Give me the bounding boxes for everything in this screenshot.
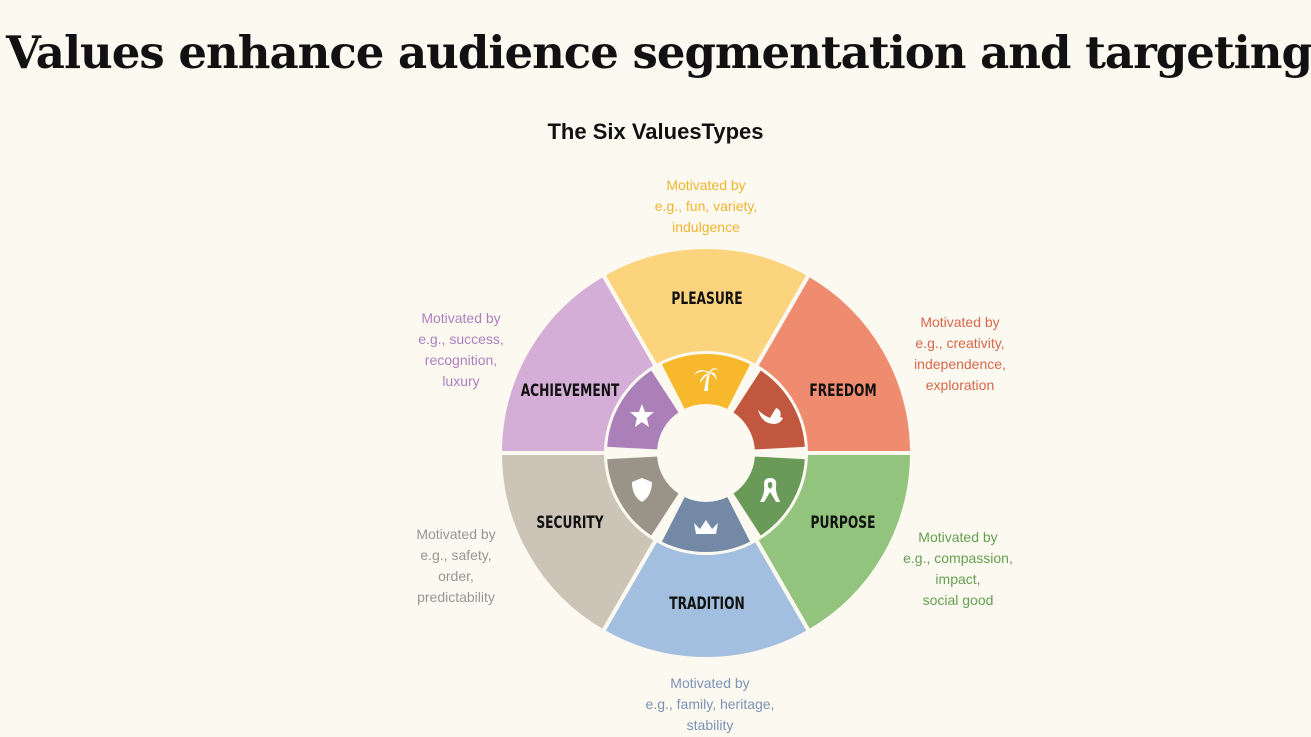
- motivation-line: e.g., compassion,: [903, 550, 1013, 566]
- motivation-line: stability: [686, 717, 734, 733]
- motivation-line: e.g., fun, variety,: [654, 198, 758, 214]
- motivation-line: e.g., success,: [418, 331, 504, 347]
- motivation-line: predictability: [417, 589, 495, 605]
- motivation-tradition: Motivated by e.g., family, heritage, stabi…: [646, 673, 775, 736]
- motivation-line: exploration: [925, 377, 995, 393]
- crown-icon: [694, 520, 718, 534]
- segment-label-tradition: TRADITION: [669, 594, 745, 614]
- motivation-line: indulgence: [672, 219, 740, 235]
- motivation-line: independence,: [914, 356, 1006, 372]
- shield-icon: [631, 478, 652, 502]
- segment-label-purpose: PURPOSE: [810, 513, 876, 533]
- motivation-line: Motivated by: [918, 529, 998, 545]
- bird-icon: [758, 408, 784, 424]
- motivation-line: order,: [438, 568, 474, 584]
- motivation-purpose: Motivated by e.g., compassion, impact, soci…: [903, 527, 1013, 611]
- motivation-line: luxury: [442, 373, 480, 389]
- motivation-line: Motivated by: [421, 310, 501, 326]
- segment-label-security: SECURITY: [536, 513, 604, 533]
- palm-tree-icon: [694, 368, 720, 391]
- motivation-line: e.g., safety,: [420, 547, 492, 563]
- ribbon-icon: [760, 478, 781, 502]
- segment-label-freedom: FREEDOM: [809, 381, 877, 401]
- segment-label-achievement: ACHIEVEMENT: [520, 381, 620, 401]
- motivation-line: Motivated by: [666, 177, 746, 193]
- motivation-line: social good: [922, 592, 994, 608]
- motivation-line: Motivated by: [920, 314, 1000, 330]
- motivation-line: e.g., creativity,: [915, 335, 1005, 351]
- page-title: Values enhance audience segmentation and…: [6, 26, 1311, 79]
- motivation-security: Motivated by e.g., safety, order, predictab…: [416, 524, 495, 608]
- diagram-title: The Six ValuesTypes: [547, 119, 764, 144]
- wheel-center: [658, 405, 754, 501]
- motivation-line: e.g., family, heritage,: [645, 696, 775, 712]
- star-icon: [629, 404, 654, 427]
- motivation-pleasure: Motivated by e.g., fun, variety, indulgenc…: [655, 175, 757, 238]
- motivation-line: impact,: [935, 571, 981, 587]
- motivation-line: Motivated by: [416, 526, 496, 542]
- motivation-freedom: Motivated by e.g., creativity, independenc…: [914, 312, 1006, 396]
- segment-label-pleasure: PLEASURE: [671, 289, 743, 309]
- motivation-line: Motivated by: [670, 675, 750, 691]
- motivation-line: recognition,: [424, 352, 498, 368]
- motivation-achievement: Motivated by e.g., success, recognition, lu…: [418, 308, 504, 392]
